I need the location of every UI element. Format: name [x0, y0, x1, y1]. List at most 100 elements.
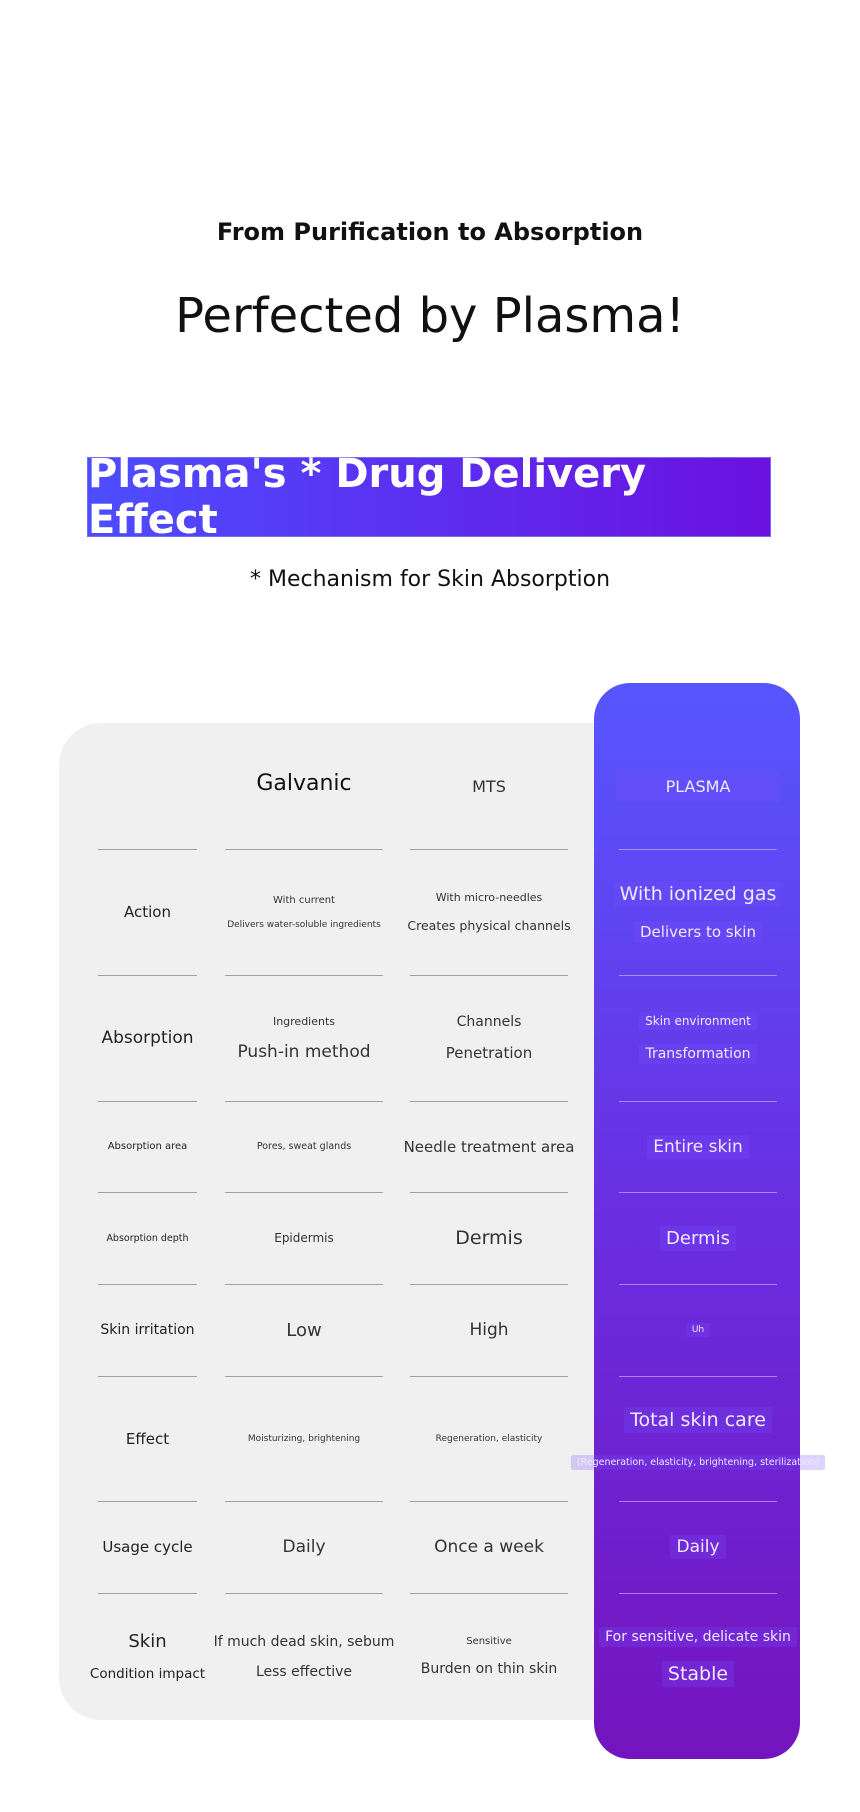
cell-galvanic: Daily — [225, 1501, 383, 1593]
banner: Plasma's * Drug Delivery Effect — [87, 451, 771, 543]
cell-label: Skin irritation — [98, 1284, 197, 1376]
table-row: Usage cycle Daily Once a week Daily — [0, 1501, 860, 1593]
cell-text: Creates physical channels — [407, 918, 571, 933]
cell-text: If much dead skin, sebum — [213, 1633, 395, 1650]
cell-text: Needle treatment area — [403, 1137, 575, 1156]
row-divider — [225, 1376, 383, 1377]
cell-text: Burden on thin skin — [420, 1661, 558, 1677]
row-divider — [410, 1376, 568, 1377]
cell-text: Dermis — [660, 1225, 736, 1251]
cell-plasma: Dermis — [619, 1192, 777, 1284]
cell-label: Action — [98, 849, 197, 975]
row-divider — [225, 975, 383, 976]
cell-text: With current — [273, 894, 335, 906]
cell-mts: Dermis — [410, 1192, 568, 1284]
row-divider — [225, 1192, 383, 1193]
cell-text: MTS — [472, 776, 506, 796]
table-row: Absorption depth Epidermis Dermis Dermis — [0, 1192, 860, 1284]
row-label: Skin — [128, 1631, 167, 1652]
row-divider — [225, 1284, 383, 1285]
banner-subtitle: * Mechanism for Skin Absorption — [249, 567, 611, 592]
cell-label: Absorption — [98, 975, 197, 1101]
cell-text: Regeneration, elasticity — [435, 1433, 543, 1444]
row-divider — [619, 1192, 777, 1193]
cell-galvanic: Low — [225, 1284, 383, 1376]
cell-plasma: Daily — [619, 1501, 777, 1593]
row-label: Condition impact — [89, 1666, 206, 1682]
header-cell-mts: MTS — [410, 723, 568, 849]
cell-mts: High — [410, 1284, 568, 1376]
cell-text: With micro-needles — [435, 891, 543, 904]
cell-text: Uh — [685, 1323, 711, 1337]
row-label: Skin irritation — [100, 1322, 195, 1338]
cell-text: Delivers to skin — [634, 921, 762, 943]
row-label: Absorption depth — [106, 1232, 189, 1244]
cell-text: Stable — [661, 1660, 735, 1687]
cell-text: Dermis — [455, 1227, 523, 1249]
cell-plasma: Entire skin — [619, 1101, 777, 1192]
row-divider — [98, 1501, 197, 1502]
cell-label: Absorption area — [98, 1101, 197, 1192]
kicker-heading: From Purification to Absorption — [216, 218, 644, 246]
cell-mts: Once a week — [410, 1501, 568, 1593]
cell-text: (Regeneration, elasticity, brightening, … — [570, 1455, 826, 1470]
plasma-column-highlight — [594, 683, 800, 1759]
row-divider — [410, 1593, 568, 1594]
row-divider — [410, 975, 568, 976]
cell-text: Channels — [456, 1014, 522, 1030]
table-row: Absorption area Pores, sweat glands Needle… — [0, 1101, 860, 1192]
cell-text: Daily — [282, 1537, 326, 1557]
cell-label: Absorption depth — [98, 1192, 197, 1284]
table-row: Skin irritation Low High Uh — [0, 1284, 860, 1376]
cell-plasma: Total skin care (Regeneration, elasticity… — [570, 1376, 826, 1501]
cell-text: Total skin care — [624, 1407, 772, 1433]
cell-text: Delivers water-soluble ingredients — [227, 919, 381, 930]
cell-plasma: Uh — [619, 1284, 777, 1376]
cell-text: For sensitive, delicate skin — [599, 1626, 797, 1647]
cell-text: Push-in method — [237, 1041, 371, 1062]
table-header-row: Galvanic MTS PLASMA — [0, 723, 860, 849]
row-divider — [98, 1593, 197, 1594]
row-divider — [98, 1192, 197, 1193]
banner-title: Plasma's * Drug Delivery Effect — [88, 451, 647, 543]
row-divider — [619, 1101, 777, 1102]
row-divider — [410, 1101, 568, 1102]
row-divider — [619, 1501, 777, 1502]
row-divider — [225, 1593, 383, 1594]
row-divider — [410, 1501, 568, 1502]
cell-text: Entire skin — [647, 1134, 749, 1159]
row-divider — [98, 849, 197, 850]
cell-text: PLASMA — [615, 770, 781, 802]
cell-galvanic: Pores, sweat glands — [225, 1101, 383, 1192]
cell-text: Moisturizing, brightening — [247, 1433, 361, 1444]
cell-label: Effect — [98, 1376, 197, 1501]
header-cell-galvanic: Galvanic — [225, 723, 383, 849]
cell-text: Skin environment — [639, 1012, 757, 1030]
row-label: Absorption area — [107, 1141, 188, 1152]
cell-label: Usage cycle — [98, 1501, 197, 1593]
cell-text: Ingredients — [272, 1014, 336, 1028]
row-divider — [619, 1284, 777, 1285]
cell-text: Pores, sweat glands — [256, 1141, 352, 1152]
cell-text: Transformation — [639, 1044, 757, 1064]
row-divider — [619, 1593, 777, 1594]
cell-galvanic: Moisturizing, brightening — [225, 1376, 383, 1501]
cell-text: Sensitive — [466, 1636, 512, 1647]
cell-text: Galvanic — [256, 770, 352, 796]
cell-text: Less effective — [255, 1663, 353, 1680]
cell-text: With ionized gas — [613, 881, 783, 907]
cell-text: Epidermis — [274, 1231, 334, 1245]
row-divider — [619, 849, 777, 850]
table-row: Effect Moisturizing, brightening Regenerat… — [0, 1376, 860, 1501]
page-title: Perfected by Plasma! — [175, 288, 685, 344]
row-divider — [410, 1284, 568, 1285]
